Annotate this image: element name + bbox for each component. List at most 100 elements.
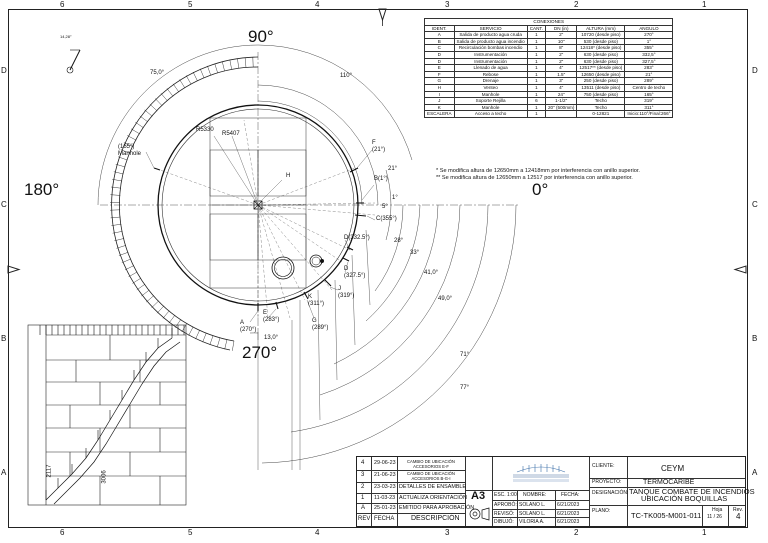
revision-rev: 1 bbox=[361, 495, 365, 501]
plano-value: TC-TK005-M001-011 bbox=[631, 511, 702, 520]
connections-cell: 270° bbox=[624, 31, 674, 39]
corner-angle-label: 14,28° bbox=[60, 34, 72, 39]
connections-cell: 6 bbox=[526, 97, 547, 105]
connections-cell: 1 bbox=[526, 44, 547, 52]
nozzle-label-I: (165°) Manhole bbox=[118, 144, 142, 157]
connections-cell: 327,5° bbox=[624, 57, 674, 66]
connections-cell: 530 (desde piso) bbox=[576, 37, 626, 46]
zone-left-C: C bbox=[1, 200, 7, 209]
arc-label-75: 75,0° bbox=[150, 70, 165, 76]
connections-cell: 355° bbox=[624, 44, 674, 52]
connections-cell: 1 bbox=[526, 31, 547, 39]
connections-cell: 10720 (desde piso) bbox=[576, 31, 626, 39]
connections-cell: 1 bbox=[526, 37, 547, 46]
center-arrow-right bbox=[733, 265, 747, 274]
arc-label-5: 5° bbox=[382, 204, 388, 210]
revision-rev: 3 bbox=[361, 472, 365, 478]
connections-cell: J bbox=[424, 97, 455, 105]
connections-cell: Acceso a techo bbox=[453, 110, 528, 118]
connections-cell bbox=[544, 110, 578, 118]
company-logo bbox=[497, 460, 585, 486]
connections-cell: Recirculación bombas incendio bbox=[453, 44, 528, 52]
connections-cell: 319° bbox=[624, 97, 674, 105]
connections-cell: 1 bbox=[526, 90, 547, 99]
connections-cell: 2" bbox=[544, 31, 578, 39]
zone-top-6: 6 bbox=[60, 0, 65, 9]
nozzle-label-K: K (311°) bbox=[308, 294, 324, 307]
connections-cell: Instrumentación bbox=[453, 50, 528, 59]
connections-cell: Rebose bbox=[453, 70, 528, 79]
notes: * Se modifica altura de 12650mm a 12418m… bbox=[436, 168, 640, 181]
proyecto-value: TERMOCARIBE bbox=[643, 479, 695, 486]
angle-180-label: 180° bbox=[24, 180, 60, 199]
connections-cell: ESCALERA bbox=[424, 110, 455, 118]
elevation-dim-2: 3006 bbox=[101, 470, 108, 484]
angle-270-label: 270° bbox=[242, 343, 278, 362]
connections-caption: CONEXIONES bbox=[423, 18, 674, 26]
plano-label: PLANO: bbox=[592, 508, 611, 514]
zone-right-B: B bbox=[752, 334, 758, 343]
connections-cell: H bbox=[424, 83, 455, 92]
nozzle-label-F: F (21°) bbox=[372, 140, 386, 153]
revision-desc: CAMBIO DE UBICACIÓN ACCESORIOS E-F bbox=[407, 459, 455, 469]
connections-cell: 24" bbox=[544, 90, 578, 99]
connections-cell: 4" bbox=[544, 83, 578, 92]
nozzle-label-D2: D (327.5°) bbox=[344, 266, 366, 279]
connections-cell: 21° bbox=[624, 70, 674, 79]
revision-desc: EMITIDO PARA APROBACIÓN bbox=[399, 505, 475, 511]
rev-value: 4 bbox=[736, 512, 741, 521]
connections-cell: Soporte Rejilla bbox=[453, 97, 528, 105]
arc-label-49: 49,0° bbox=[438, 296, 453, 302]
connections-cell: 8" bbox=[544, 44, 578, 52]
connections-cell: 1 bbox=[526, 50, 547, 59]
zone-left-B: B bbox=[1, 334, 7, 343]
zone-top-5: 5 bbox=[188, 0, 193, 9]
reviso-name: SOLANO L. bbox=[519, 511, 546, 517]
connections-cell: 1 bbox=[526, 70, 547, 79]
nozzle-label-D1: D(332.5°) bbox=[344, 235, 370, 241]
connections-header-cell: CANT. bbox=[526, 24, 547, 33]
zone-bottom-3: 3 bbox=[445, 528, 450, 537]
connections-cell: 20" (500mm) bbox=[544, 103, 578, 112]
revision-rev: A bbox=[361, 505, 366, 511]
zone-left-D: D bbox=[1, 66, 7, 75]
reviso-label: REVISÓ: bbox=[494, 511, 515, 517]
nozzle-label-J: J (319°) bbox=[338, 286, 355, 299]
connections-cell: 1 bbox=[526, 103, 547, 112]
revision-date: 29-06-23 bbox=[374, 460, 396, 466]
tank-elevation-view bbox=[27, 324, 187, 506]
connections-header-cell: ANGULO bbox=[624, 24, 674, 33]
connections-cell: K bbox=[424, 103, 455, 112]
connections-cell: 311° bbox=[624, 103, 674, 112]
connections-cell: 750 (desde piso) bbox=[576, 90, 626, 99]
sheet-size: A3 bbox=[471, 490, 486, 502]
designacion-line-1: TANQUE COMBATE DE INCENDIOS bbox=[629, 487, 755, 496]
designacion-label: DESIGNACIÓN: bbox=[592, 490, 629, 496]
revision-date: 11-03-23 bbox=[374, 495, 396, 501]
arc-label-110: 110° bbox=[340, 73, 352, 79]
center-arrow-top bbox=[378, 8, 387, 22]
connections-cell: I bbox=[424, 90, 455, 99]
dibujo-label: DIBUJÓ: bbox=[494, 519, 514, 525]
connections-cell: 630 (desde piso) bbox=[576, 57, 626, 66]
connections-cell: C bbox=[424, 44, 455, 52]
aprobo-date: 6/21/2023 bbox=[557, 502, 580, 508]
hoja-value: 11 / 26 bbox=[707, 514, 722, 520]
arc-label-77: 77° bbox=[460, 385, 470, 391]
connections-cell: 0-12821 bbox=[576, 110, 626, 118]
connections-cell: D bbox=[424, 50, 455, 59]
connections-cell: Salida de producto agua cruda bbox=[453, 31, 528, 39]
connections-cell: 13511 (desde piso) bbox=[576, 83, 626, 92]
connections-cell: 12418* (desde piso) bbox=[576, 44, 626, 52]
nozzle-label-H: H bbox=[286, 173, 291, 179]
zone-right-A: A bbox=[752, 468, 758, 477]
connections-cell: G bbox=[424, 77, 455, 85]
note-2: ** Se modifica altura de 12650mm a 12517… bbox=[436, 174, 633, 181]
